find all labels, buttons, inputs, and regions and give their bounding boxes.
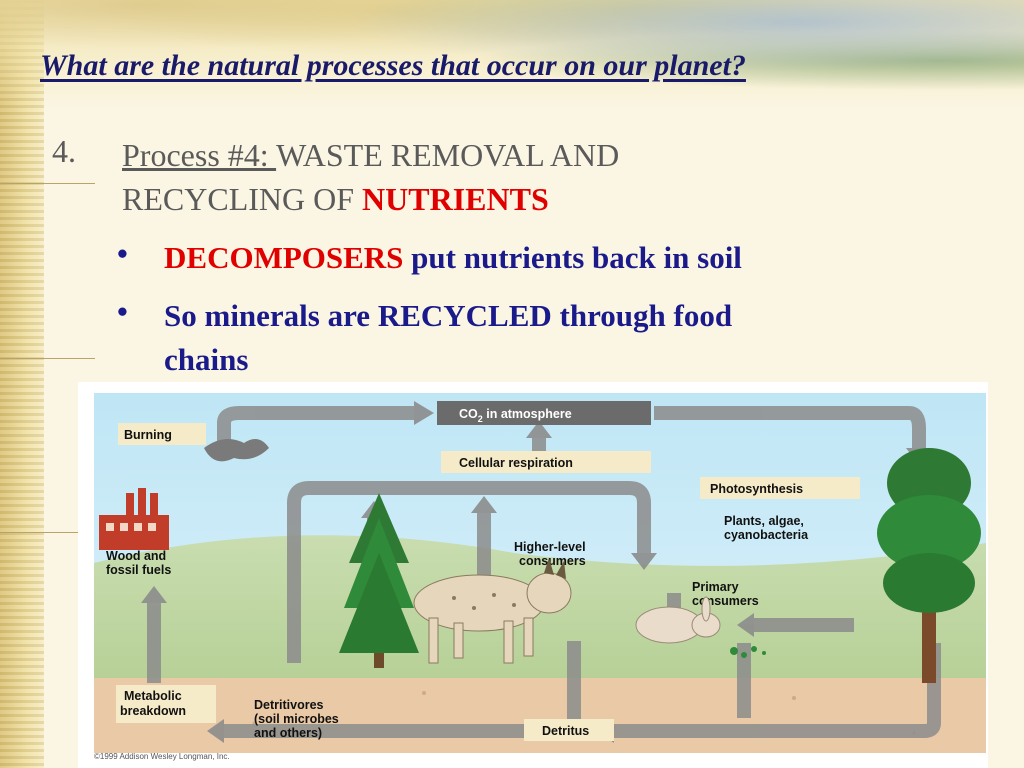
co2-text: CO2 in atmosphere xyxy=(459,407,572,424)
bullet-line1: So minerals are RECYCLED through food xyxy=(164,298,733,333)
detritivores-text-1: Detritivores xyxy=(254,698,324,712)
item-number: 4. xyxy=(52,133,76,169)
bullet-rest: put nutrients back in soil xyxy=(403,240,742,275)
metabolic-text-2: breakdown xyxy=(120,704,186,718)
process-main-line2: RECYCLING OF xyxy=(122,181,363,217)
plant-sprig-icon xyxy=(730,646,766,658)
label-burning: Burning xyxy=(118,423,206,445)
detritus-text: Detritus xyxy=(542,724,589,738)
arrow-burning-to-co2 xyxy=(217,406,414,453)
label-respiration: Cellular respiration xyxy=(441,451,651,473)
higher-text-1: Higher-level xyxy=(514,540,586,554)
metabolic-text-1: Metabolic xyxy=(124,689,182,703)
label-detritus: Detritus xyxy=(524,719,614,741)
copyright-text: ©1999 Addison Wesley Longman, Inc. xyxy=(94,752,230,761)
arrow-respiration-loop xyxy=(287,481,651,663)
label-metabolic: Metabolic breakdown xyxy=(116,685,216,723)
diagram-svg: CO2 in atmosphere Cellular respiration B… xyxy=(94,393,986,753)
process-heading: Process #4: WASTE REMOVAL AND RECYCLING … xyxy=(122,133,822,221)
burning-text: Burning xyxy=(124,428,172,442)
photosynthesis-text: Photosynthesis xyxy=(710,482,803,496)
label-co2: CO2 in atmosphere xyxy=(437,401,651,425)
process-highlight: NUTRIENTS xyxy=(362,181,549,217)
bullet-highlight: DECOMPOSERS xyxy=(164,240,404,275)
process-main-line1: WASTE REMOVAL AND xyxy=(276,137,620,173)
smoke xyxy=(204,439,269,462)
plants-text-2: cyanobacteria xyxy=(724,528,809,542)
label-photosynthesis: Photosynthesis xyxy=(700,477,860,499)
top-decorative-band xyxy=(0,0,1024,110)
tall-tree-icon xyxy=(877,448,981,683)
bullet-line2: chains xyxy=(164,342,249,377)
bullet-text-1: DECOMPOSERS put nutrients back in soil xyxy=(164,236,924,280)
left-decorative-lines xyxy=(0,0,95,768)
process-prefix: Process #4: xyxy=(122,137,277,173)
factory-icon xyxy=(99,439,269,550)
wood-text-2: fossil fuels xyxy=(106,563,171,577)
pine-tree-icon xyxy=(339,493,419,668)
rabbit-icon xyxy=(635,596,721,644)
left-texture-border xyxy=(0,0,44,768)
bullet-text-2: So minerals are RECYCLED through food ch… xyxy=(164,294,924,382)
arrow-plants-to-detritus xyxy=(614,643,941,738)
slide-title: What are the natural processes that occu… xyxy=(40,49,746,82)
detritivores-text-2: (soil microbes xyxy=(254,712,339,726)
bullet-symbol-2: • xyxy=(117,294,128,329)
respiration-text: Cellular respiration xyxy=(459,456,573,470)
nutrient-cycle-diagram: CO2 in atmosphere Cellular respiration B… xyxy=(94,393,986,753)
higher-text-2: consumers xyxy=(519,554,586,568)
plants-text-1: Plants, algae, xyxy=(724,514,804,528)
detritivores-text-3: and others) xyxy=(254,726,322,740)
lynx-icon xyxy=(413,558,572,664)
arrow-co2-to-photosynthesis xyxy=(654,406,926,448)
primary-text-1: Primary xyxy=(692,580,739,594)
wood-text-1: Wood and xyxy=(106,549,166,563)
soil-layer xyxy=(94,678,986,753)
bullet-symbol-1: • xyxy=(117,236,128,271)
